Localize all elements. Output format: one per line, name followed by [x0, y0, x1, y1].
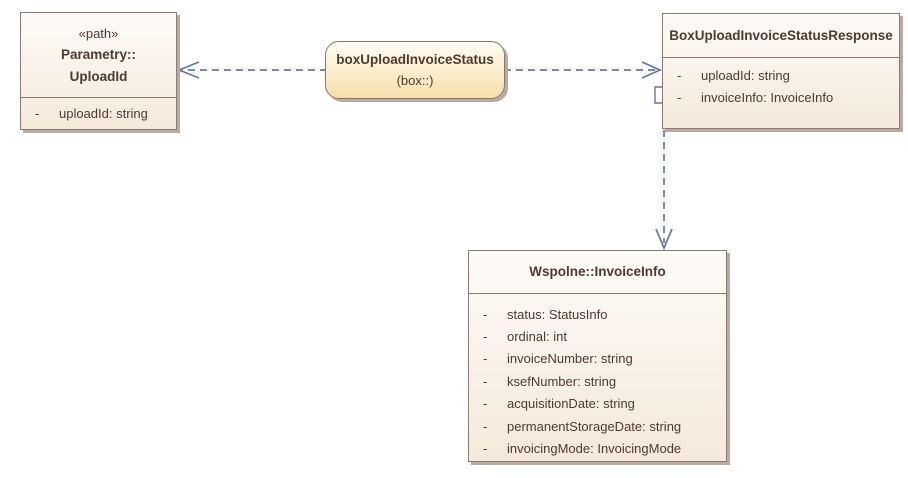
- visibility-marker: -: [483, 306, 488, 322]
- activity-qualifier: (box::): [396, 73, 434, 88]
- attribute-text: uploadId: string: [701, 67, 790, 83]
- attribute-row: - permanentStorageDate: string: [469, 415, 726, 437]
- class-header: «path» Parametry:: UploadId: [21, 13, 176, 98]
- class-name-line: Parametry::: [60, 46, 137, 62]
- visibility-marker: -: [483, 329, 488, 345]
- attribute-compartment: - status: StatusInfo - ordinal: int - in…: [469, 294, 726, 460]
- attribute-text: acquisitionDate: string: [507, 396, 635, 412]
- visibility-marker: -: [483, 418, 488, 434]
- attribute-row: - uploadId: string: [663, 64, 899, 86]
- attribute-row: - invoiceInfo: InvoiceInfo: [663, 86, 899, 108]
- attribute-text: ordinal: int: [507, 329, 567, 345]
- attribute-compartment: - uploadId: string - invoiceInfo: Invoic…: [663, 58, 899, 109]
- attribute-row: - uploadId: string: [21, 102, 176, 124]
- open-arrowhead-left-icon: [176, 61, 200, 79]
- stereotype-label: «path»: [78, 25, 119, 41]
- activity-name: boxUploadInvoiceStatus: [336, 52, 494, 67]
- attribute-row: - ksefNumber: string: [469, 370, 726, 392]
- visibility-marker: -: [483, 441, 488, 457]
- attribute-row: - invoicingMode: InvoicingMode: [469, 437, 726, 459]
- class-box-upload-invoice-status-response[interactable]: BoxUploadInvoiceStatusResponse - uploadI…: [662, 13, 900, 129]
- attribute-text: permanentStorageDate: string: [507, 418, 682, 434]
- visibility-marker: -: [483, 396, 488, 412]
- activity-box-upload-invoice-status[interactable]: boxUploadInvoiceStatus (box::): [325, 41, 505, 99]
- class-name-line: Wspolne::InvoiceInfo: [529, 264, 666, 279]
- class-parametry-uploadid[interactable]: «path» Parametry:: UploadId - uploadId: …: [20, 12, 177, 130]
- attribute-text: invoicingMode: InvoicingMode: [507, 441, 682, 457]
- attribute-row: - invoiceNumber: string: [469, 348, 726, 370]
- attribute-row: - acquisitionDate: string: [469, 393, 726, 415]
- visibility-marker: -: [483, 351, 488, 367]
- attribute-text: uploadId: string: [59, 105, 148, 121]
- dependency-connector-to-uploadid[interactable]: [176, 61, 327, 79]
- visibility-marker: -: [677, 67, 682, 83]
- class-name-line: UploadId: [69, 68, 128, 84]
- attribute-row: - ordinal: int: [469, 325, 726, 347]
- class-header: BoxUploadInvoiceStatusResponse: [663, 14, 899, 58]
- attribute-text: status: StatusInfo: [507, 306, 608, 322]
- attribute-compartment: - uploadId: string: [21, 98, 176, 124]
- open-arrowhead-right-icon: [641, 61, 663, 79]
- visibility-marker: -: [35, 105, 40, 121]
- attribute-row: - status: StatusInfo: [469, 303, 726, 325]
- attribute-text: invoiceNumber: string: [507, 351, 633, 367]
- visibility-marker: -: [677, 90, 682, 106]
- dependency-connector-to-response[interactable]: [504, 61, 663, 79]
- class-header: Wspolne::InvoiceInfo: [469, 251, 726, 294]
- class-wspolne-invoiceinfo[interactable]: Wspolne::InvoiceInfo - status: StatusInf…: [468, 250, 727, 462]
- attribute-text: invoiceInfo: InvoiceInfo: [701, 90, 834, 106]
- class-name-line: BoxUploadInvoiceStatusResponse: [669, 27, 893, 43]
- visibility-marker: -: [483, 373, 488, 389]
- attribute-text: ksefNumber: string: [507, 373, 617, 389]
- open-arrowhead-down-icon: [655, 228, 673, 251]
